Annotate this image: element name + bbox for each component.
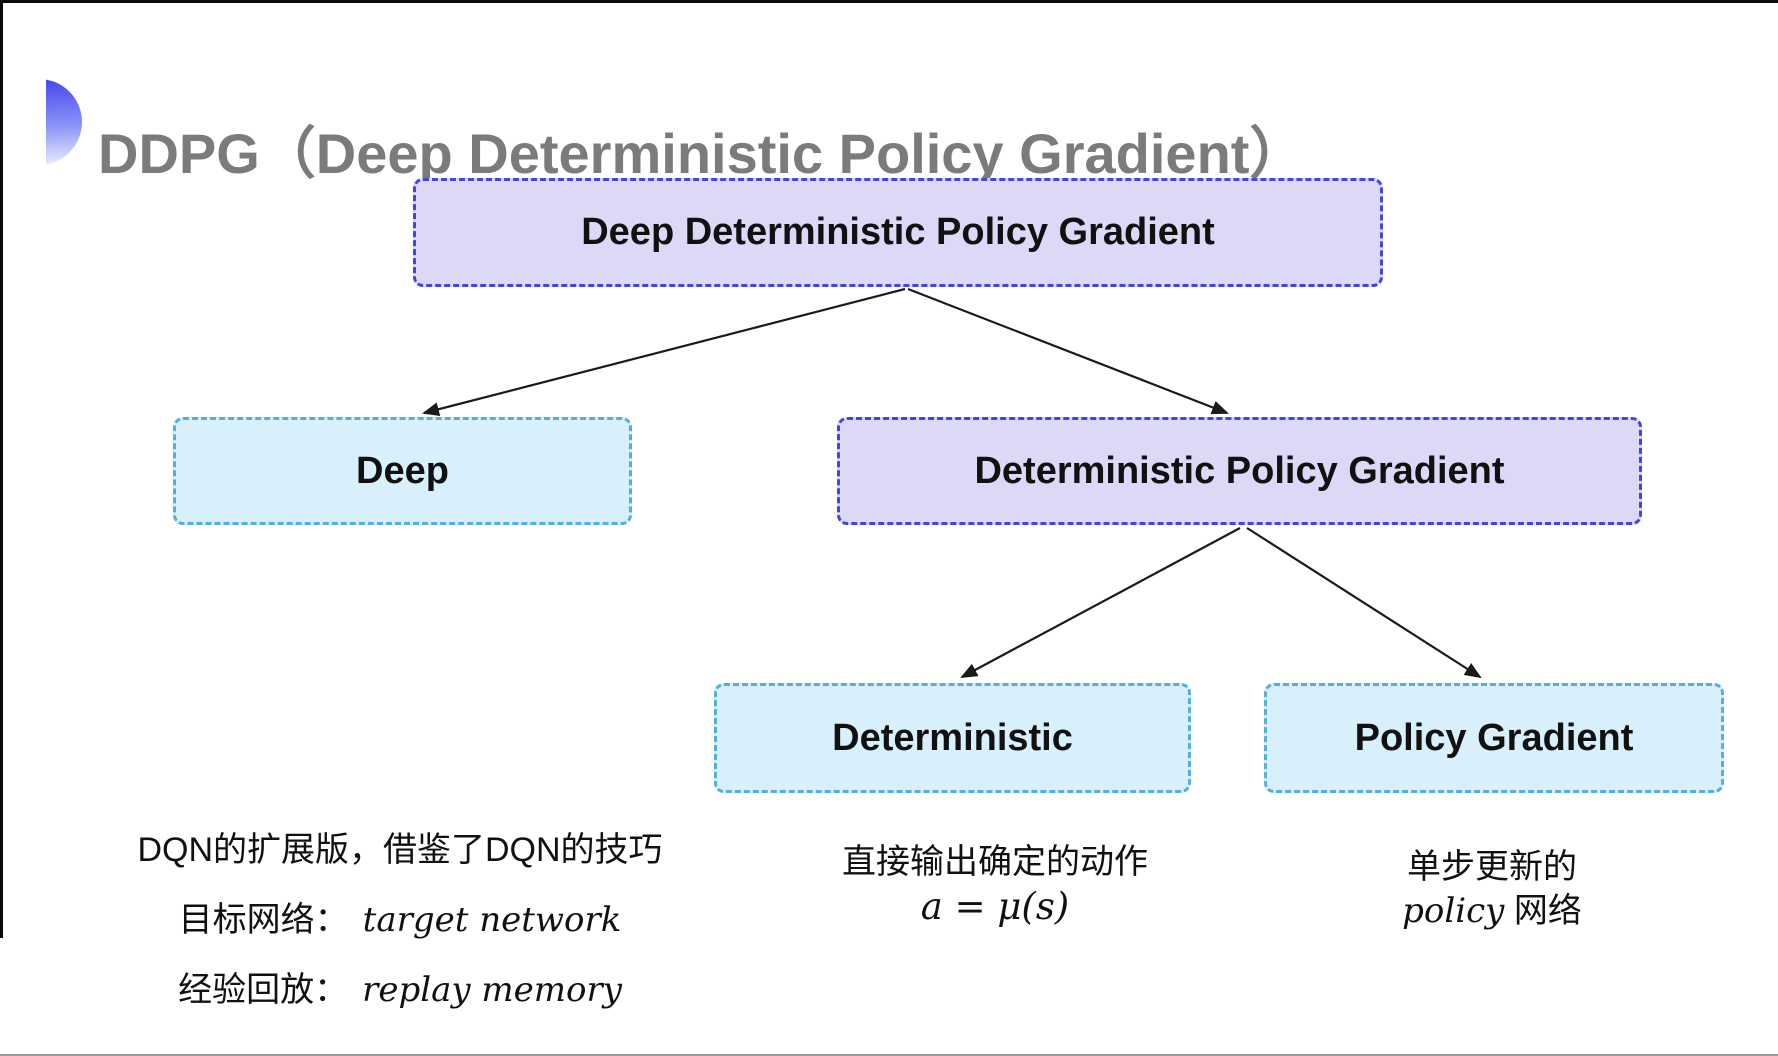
note-deep-line3-term: replay memory <box>362 970 622 1010</box>
note-deep-line2-term: target network <box>362 900 622 940</box>
note-deterministic: 直接输出确定的动作 a = μ(s) <box>795 840 1195 930</box>
arrow-dpg-to-policy-gradient <box>1246 527 1482 679</box>
node-deep-deterministic-policy-gradient: Deep Deterministic Policy Gradient <box>413 178 1383 287</box>
left-edge-line <box>0 0 3 938</box>
arrow-root-to-deep <box>422 287 906 417</box>
gradient-circle-shape <box>46 79 82 165</box>
node-dpg-label: Deterministic Policy Gradient <box>974 449 1505 492</box>
note-policy-line2-rest: 网络 <box>1504 892 1582 930</box>
top-edge-line <box>0 0 1778 3</box>
note-deep-line3-label: 经验回放： <box>178 971 349 1009</box>
note-deep-line2-label: 目标网络： <box>178 901 349 939</box>
node-policy-gradient-label: Policy Gradient <box>1354 716 1634 759</box>
node-deterministic-policy-gradient: Deterministic Policy Gradient <box>837 417 1642 525</box>
note-deep-line3: 经验回放： replay memory <box>100 968 700 1012</box>
node-root-label: Deep Deterministic Policy Gradient <box>581 211 1215 253</box>
note-policy-line2: policy 网络 <box>1292 889 1692 933</box>
note-policy-line2-term: policy <box>1402 891 1505 931</box>
node-deterministic-label: Deterministic <box>832 716 1073 759</box>
note-deep: DQN的扩展版，借鉴了DQN的技巧 目标网络： target network 经验… <box>100 828 700 1038</box>
note-deep-line2: 目标网络： target network <box>100 898 700 942</box>
arrow-root-to-dpg <box>907 287 1229 415</box>
node-deterministic: Deterministic <box>714 683 1191 793</box>
note-deep-line1: DQN的扩展版，借鉴了DQN的技巧 <box>137 831 663 869</box>
arrow-dpg-to-deterministic <box>960 527 1241 678</box>
bottom-edge-line <box>0 1054 1778 1056</box>
page-title: DDPG（Deep Deterministic Policy Gradient） <box>98 121 1306 185</box>
note-policy-gradient: 单步更新的 policy 网络 <box>1292 845 1692 933</box>
node-policy-gradient: Policy Gradient <box>1264 683 1724 793</box>
note-deterministic-formula: a = μ(s) <box>920 885 1070 928</box>
note-deterministic-line1: 直接输出确定的动作 <box>842 843 1148 881</box>
node-deep: Deep <box>173 417 632 525</box>
title-accent-circle-icon <box>46 79 84 165</box>
note-policy-line1: 单步更新的 <box>1407 848 1577 886</box>
node-deep-label: Deep <box>356 449 449 492</box>
